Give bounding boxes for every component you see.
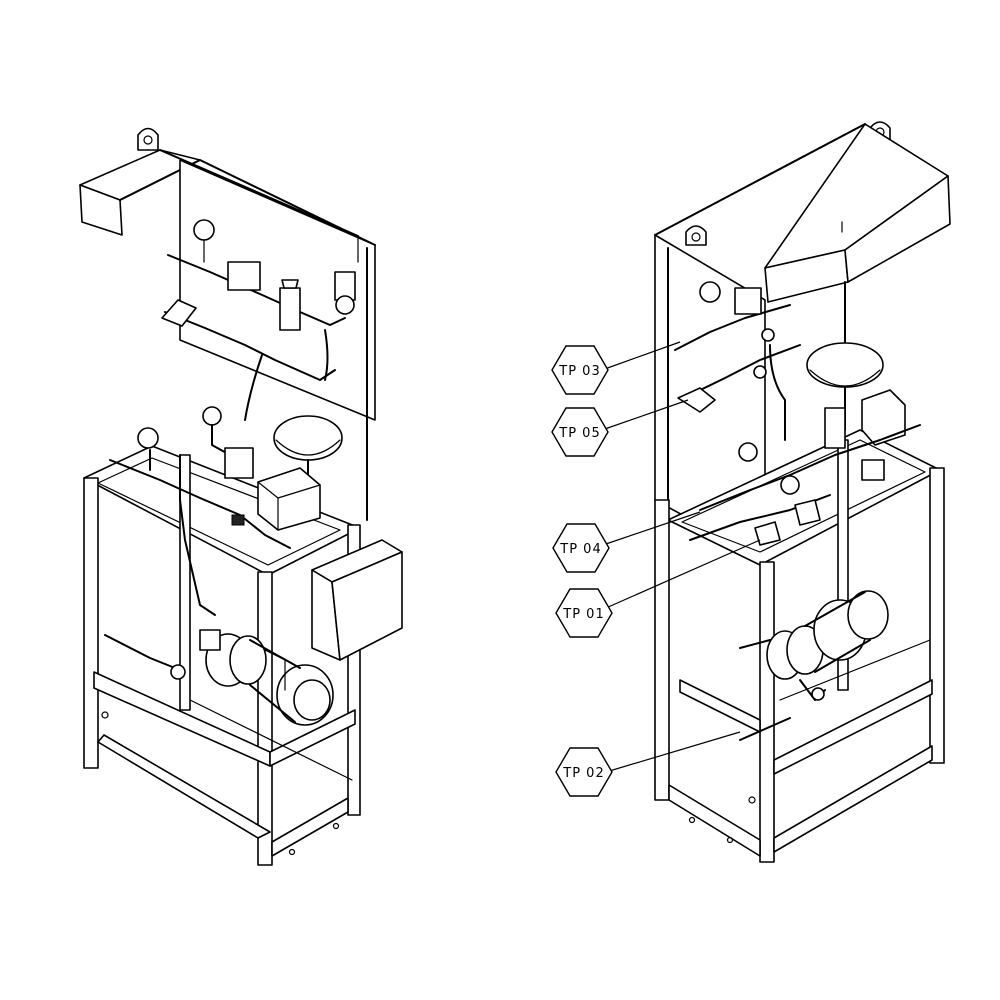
instrument-piping-upper-right bbox=[674, 281, 801, 441]
diaphragm-actuator-icon bbox=[273, 415, 343, 461]
pressure-gauge-icon bbox=[202, 406, 222, 426]
pressure-gauge-icon bbox=[193, 219, 215, 241]
lifting-lug-left-1 bbox=[137, 127, 159, 151]
right-isometric-view bbox=[654, 121, 951, 863]
diaphragm-actuator-icon bbox=[806, 342, 884, 388]
back-panel-left bbox=[179, 159, 376, 521]
junction-box-left bbox=[311, 539, 403, 661]
test-point-tp03: TP 03 bbox=[551, 341, 681, 395]
test-point-tp05: TP 05 bbox=[551, 399, 689, 457]
test-point-tp02: TP 02 bbox=[555, 731, 741, 797]
solenoid-box-icon bbox=[227, 261, 261, 291]
test-point-callouts: TP 03 TP 05 TP 04 TP 01 TP 02 bbox=[551, 341, 761, 797]
test-point-label: TP 05 bbox=[558, 426, 600, 441]
pressure-gauge-icon bbox=[137, 427, 159, 449]
pressure-gauge-icon bbox=[738, 442, 758, 462]
instrument-piping-upper-left bbox=[161, 219, 356, 421]
test-point-tp04: TP 04 bbox=[552, 511, 701, 573]
test-point-label: TP 03 bbox=[558, 364, 600, 379]
filter-regulator-icon bbox=[279, 287, 301, 331]
top-hood-right bbox=[654, 123, 951, 303]
pump-assembly-right bbox=[739, 590, 889, 741]
pump-assembly-left bbox=[104, 629, 334, 726]
left-isometric-view bbox=[79, 127, 403, 866]
control-valve-assembly-left bbox=[109, 406, 343, 616]
frame-right bbox=[654, 429, 945, 863]
pressure-gauge-icon bbox=[699, 281, 721, 303]
top-hood-left bbox=[79, 149, 376, 246]
test-point-label: TP 02 bbox=[562, 766, 604, 781]
test-point-label: TP 04 bbox=[559, 542, 601, 557]
lifting-lug-right-1 bbox=[685, 225, 707, 246]
test-point-label: TP 01 bbox=[562, 607, 604, 622]
pressure-gauge-icon bbox=[780, 475, 800, 495]
test-point-tp01: TP 01 bbox=[555, 539, 761, 638]
control-valve-assembly-right bbox=[689, 342, 921, 546]
